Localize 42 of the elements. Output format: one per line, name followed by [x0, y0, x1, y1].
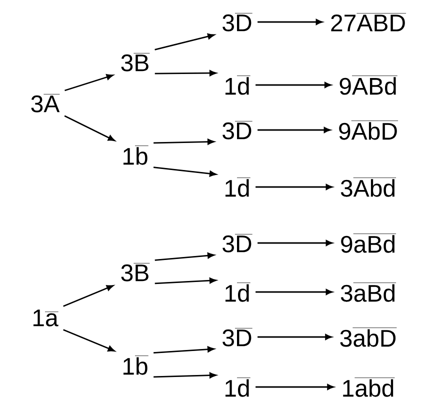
arrow — [153, 166, 216, 177]
label: $\mathsf{3\overline{D}}$ — [222, 13, 252, 32]
label: $\mathsf{1\overline{d}}$ — [226, 178, 250, 197]
label: $\mathsf{9\overline{aBd}}$ — [341, 234, 396, 253]
arrow — [154, 346, 214, 354]
arrow — [154, 33, 215, 50]
arrow — [64, 115, 115, 142]
arrow — [154, 278, 216, 284]
label: $\mathsf{1\overline{d}}$ — [226, 282, 250, 302]
label: $\mathsf{3\overline{Abd}}$ — [340, 178, 396, 197]
label: $\mathsf{3\overline{D}}$ — [222, 234, 252, 252]
label: $\mathsf{3\overline{D}}$ — [222, 328, 252, 346]
arrow — [256, 384, 334, 390]
arrow — [258, 19, 323, 25]
arrow — [154, 252, 214, 261]
label: $\mathsf{3\overline{D}}$ — [222, 121, 252, 140]
arrow — [258, 240, 333, 246]
label: $\mathsf{1\overline{b}}$ — [124, 146, 148, 165]
label: $\mathsf{9\overline{AbD}}$ — [339, 120, 398, 140]
arrow — [64, 74, 114, 92]
arrow — [256, 184, 333, 190]
label: $\mathsf{3\overline{aBd}}$ — [340, 282, 396, 302]
label: $\mathsf{1\overline{abd}}$ — [343, 378, 395, 397]
arrow — [256, 82, 332, 88]
arrow — [258, 334, 332, 340]
arrow — [154, 372, 216, 378]
label: $\mathsf{3\overline{B}}$ — [121, 53, 150, 72]
label: $\mathsf{3\overline{B}}$ — [121, 263, 150, 282]
label: $\mathsf{9\overline{ABd}}$ — [340, 76, 398, 95]
label: $\mathsf{1\overline{a}}$ — [34, 310, 58, 326]
arrow — [154, 138, 214, 145]
label: $\mathsf{1\overline{d}}$ — [226, 76, 250, 95]
arrow — [63, 285, 114, 307]
arrow — [258, 127, 331, 133]
label: $\mathsf{3\overline{abD}}$ — [340, 328, 397, 347]
arrow — [256, 289, 333, 295]
label: $\mathsf{1\overline{d}}$ — [226, 378, 250, 397]
arrow — [154, 70, 216, 76]
arrow — [63, 329, 115, 352]
label: $\mathsf{27\overline{ABD}}$ — [331, 13, 406, 32]
label: $\mathsf{3\overline{A}}$ — [31, 94, 60, 112]
label: $\mathsf{1\overline{b}}$ — [124, 356, 148, 375]
